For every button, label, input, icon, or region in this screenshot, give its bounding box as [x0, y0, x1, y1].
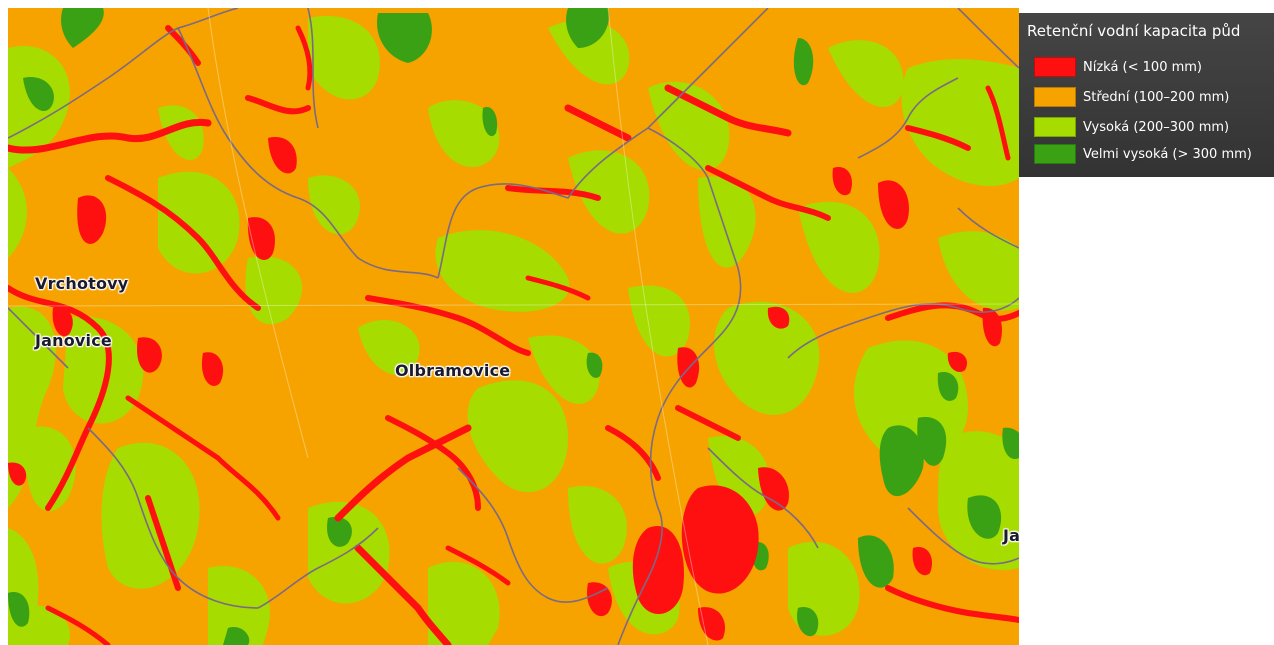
legend-swatch-very-high	[1034, 144, 1076, 164]
zones-very-high	[8, 8, 1019, 645]
legend-item-high: Vysoká (200–300 mm)	[1034, 116, 1229, 138]
map-canvas[interactable]	[8, 8, 1019, 645]
place-label-line: Vrchotovy	[35, 274, 129, 293]
legend-swatch-low	[1034, 57, 1076, 77]
zones-low-streaks	[8, 25, 1019, 645]
soil-retention-map[interactable]: Vrchotovy Janovice Olbramovice Ja	[8, 8, 1019, 645]
legend-label-medium: Střední (100–200 mm)	[1083, 89, 1230, 105]
place-label-line: Janovice	[35, 331, 112, 350]
legend-item-medium: Střední (100–200 mm)	[1034, 86, 1229, 108]
legend-label-low: Nízká (< 100 mm)	[1083, 59, 1202, 75]
legend-label-very-high: Velmi vysoká (> 300 mm)	[1083, 146, 1252, 162]
place-label-vrchotovy-janovice: Vrchotovy Janovice	[35, 236, 128, 388]
legend-label-high: Vysoká (200–300 mm)	[1083, 119, 1230, 135]
legend-item-very-high: Velmi vysoká (> 300 mm)	[1034, 143, 1252, 165]
legend-swatch-high	[1034, 117, 1076, 137]
legend-title: Retenční vodní kapacita půd	[1027, 22, 1241, 40]
legend-swatch-medium	[1034, 87, 1076, 107]
map-legend: Retenční vodní kapacita půd Nízká (< 100…	[1019, 13, 1274, 177]
place-label-olbramovice: Olbramovice	[395, 361, 511, 380]
admin-boundaries	[8, 8, 1019, 645]
legend-item-low: Nízká (< 100 mm)	[1034, 56, 1202, 78]
map-roads	[8, 8, 1019, 645]
place-label-edge: Ja	[1003, 526, 1019, 545]
